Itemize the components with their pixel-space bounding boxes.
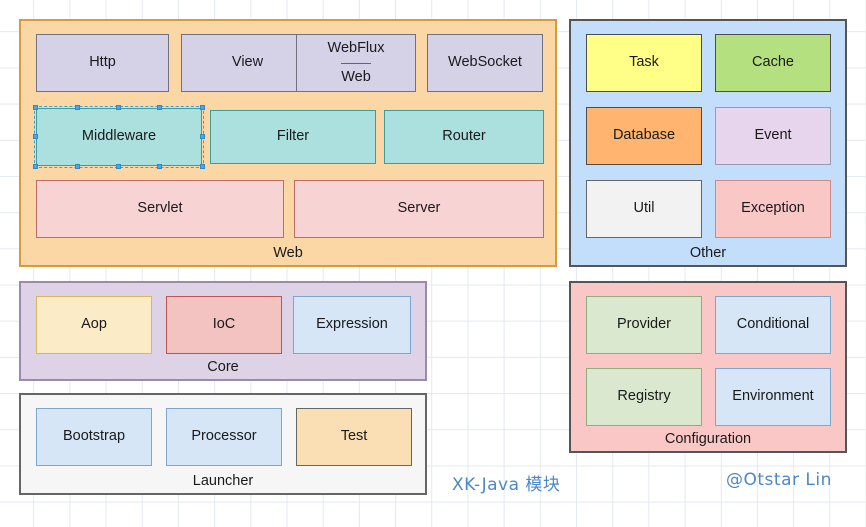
node-registry-label: Registry xyxy=(617,388,671,405)
node-aop-label: Aop xyxy=(81,316,107,333)
group-core-label: Core xyxy=(207,359,239,375)
node-websocket[interactable]: WebSocket xyxy=(427,34,543,92)
node-test[interactable]: Test xyxy=(296,408,412,466)
node-filter[interactable]: Filter xyxy=(210,110,376,164)
node-expression-label: Expression xyxy=(316,316,388,333)
group-other[interactable]: Task Cache Database Event Util Exception… xyxy=(569,19,847,267)
resize-handle-n-right[interactable] xyxy=(157,105,162,110)
resize-handle-ne[interactable] xyxy=(200,105,205,110)
node-processor[interactable]: Processor xyxy=(166,408,282,466)
node-servlet-label: Servlet xyxy=(137,200,183,217)
resize-handle-s[interactable] xyxy=(116,164,121,169)
node-server[interactable]: Server xyxy=(294,180,544,238)
node-view[interactable]: View xyxy=(181,34,314,92)
diagram-title-annotation: XK-Java 模块 xyxy=(452,475,561,495)
group-configuration-label: Configuration xyxy=(664,431,752,447)
node-cache-label: Cache xyxy=(752,54,794,71)
group-launcher-label: Launcher xyxy=(192,473,254,489)
node-exception-label: Exception xyxy=(741,200,805,217)
node-event-label: Event xyxy=(754,127,792,144)
group-web[interactable]: Http View WebFlux Web WebSocket Middlewa… xyxy=(19,19,557,267)
node-util-label: Util xyxy=(633,200,655,217)
node-router[interactable]: Router xyxy=(384,110,544,164)
resize-handle-n-left[interactable] xyxy=(75,105,80,110)
resize-handle-s-right[interactable] xyxy=(157,164,162,169)
node-servlet[interactable]: Servlet xyxy=(36,180,284,238)
node-processor-label: Processor xyxy=(191,428,257,445)
resize-handle-sw[interactable] xyxy=(33,164,38,169)
node-ioc[interactable]: IoC xyxy=(166,296,282,354)
node-conditional-label: Conditional xyxy=(736,316,810,333)
node-webflux[interactable]: WebFlux xyxy=(328,35,385,63)
node-provider[interactable]: Provider xyxy=(586,296,702,354)
node-router-label: Router xyxy=(442,128,486,145)
node-task[interactable]: Task xyxy=(586,34,702,92)
node-web-sub[interactable]: Web xyxy=(341,63,371,91)
node-task-label: Task xyxy=(629,54,659,71)
node-cache[interactable]: Cache xyxy=(715,34,831,92)
node-bootstrap-label: Bootstrap xyxy=(62,428,126,445)
node-view-label: View xyxy=(231,54,264,71)
node-webflux-web[interactable]: WebFlux Web xyxy=(296,34,416,92)
resize-handle-n[interactable] xyxy=(116,105,121,110)
group-core[interactable]: Aop IoC Expression Core xyxy=(19,281,427,381)
node-database[interactable]: Database xyxy=(586,107,702,165)
node-http-label: Http xyxy=(89,54,116,71)
resize-handle-se[interactable] xyxy=(200,164,205,169)
node-web-sub-label: Web xyxy=(341,68,371,85)
node-middleware-label: Middleware xyxy=(81,128,157,145)
group-configuration[interactable]: Provider Conditional Registry Environmen… xyxy=(569,281,847,453)
node-environment-label: Environment xyxy=(732,388,814,405)
diagram-author-annotation: @Otstar Lin xyxy=(726,470,832,490)
node-server-label: Server xyxy=(397,200,441,217)
node-bootstrap[interactable]: Bootstrap xyxy=(36,408,152,466)
node-conditional[interactable]: Conditional xyxy=(715,296,831,354)
node-test-label: Test xyxy=(340,428,368,445)
node-environment[interactable]: Environment xyxy=(715,368,831,426)
node-provider-label: Provider xyxy=(617,316,671,333)
node-expression[interactable]: Expression xyxy=(293,296,411,354)
node-registry[interactable]: Registry xyxy=(586,368,702,426)
node-websocket-label: WebSocket xyxy=(448,54,522,71)
node-event[interactable]: Event xyxy=(715,107,831,165)
group-launcher[interactable]: Bootstrap Processor Test Launcher xyxy=(19,393,427,495)
node-util[interactable]: Util xyxy=(586,180,702,238)
node-filter-label: Filter xyxy=(276,128,310,145)
resize-handle-nw[interactable] xyxy=(33,105,38,110)
node-exception[interactable]: Exception xyxy=(715,180,831,238)
node-middleware[interactable]: Middleware xyxy=(33,105,205,169)
node-database-label: Database xyxy=(612,127,676,144)
node-webflux-label: WebFlux xyxy=(327,40,385,57)
resize-handle-s-left[interactable] xyxy=(75,164,80,169)
resize-handle-w[interactable] xyxy=(33,134,38,139)
group-web-label: Web xyxy=(273,245,303,261)
node-ioc-label: IoC xyxy=(212,316,236,333)
node-http[interactable]: Http xyxy=(36,34,169,92)
node-aop[interactable]: Aop xyxy=(36,296,152,354)
group-other-label: Other xyxy=(689,245,727,261)
resize-handle-e[interactable] xyxy=(200,134,205,139)
